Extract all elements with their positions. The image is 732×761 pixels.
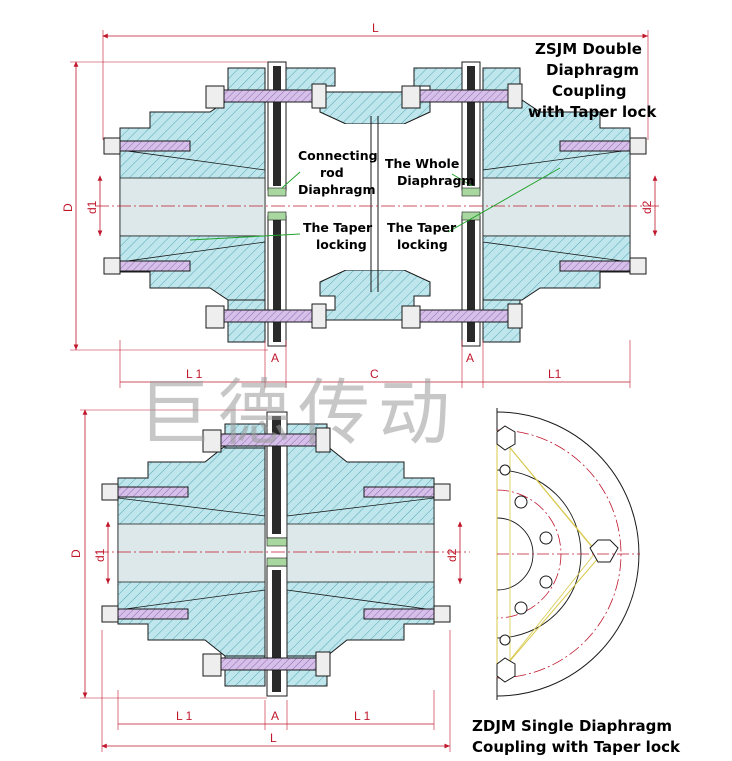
zdjm-diaphragm-strip-bottom — [272, 570, 281, 692]
zsjm-section-view: L D d1 d2 A A L 1 C L1 Connecting rod Di… — [61, 21, 660, 388]
callout-line-taper-right — [447, 167, 561, 233]
zdjm-diaphragm-center-a — [266, 537, 288, 547]
taper-screw-left-bottom — [103, 257, 191, 275]
zdjm-diaphragm-center-b — [266, 557, 288, 567]
right-diaphragm-center-a — [461, 187, 481, 197]
left-diaphragm-strip-bottom — [273, 220, 281, 342]
zdjm-dim-L1-left-label: L 1 — [176, 709, 193, 723]
end-view-hole-2 — [539, 531, 553, 545]
end-view-hex-nut-bottom — [496, 657, 516, 683]
dim-L1-left-label: L 1 — [186, 367, 203, 381]
zdjm-left-taper-bottom — [117, 581, 266, 611]
dim-A-right-label: A — [466, 351, 474, 365]
zdjm-left-taper-top — [117, 497, 266, 525]
right-taper-sleeve-bottom — [482, 235, 631, 263]
zdjm-taper-screw-right-bottom — [363, 605, 451, 623]
zdjm-dim-d2-label: d2 — [445, 548, 459, 562]
watermark: 巨德传动 — [138, 371, 458, 455]
callout-taper-right: The Taper locking — [387, 220, 461, 252]
right-diaphragm-center-b — [461, 211, 481, 221]
callout-whole-diaphragm: The Whole Diaphragm — [385, 156, 475, 188]
zdjm-right-taper-bottom — [286, 581, 435, 611]
right-diaphragm-strip-top — [467, 66, 475, 186]
left-diaphragm-center-b — [267, 211, 287, 221]
dim-D-label: D — [61, 203, 75, 212]
end-view-hole-4 — [514, 601, 528, 615]
taper-screw-right-top — [559, 137, 647, 155]
left-diaphragm-center-a — [267, 187, 287, 197]
zdjm-right-taper-top — [286, 497, 435, 525]
dim-C-label: C — [370, 367, 379, 381]
zdjm-title: ZDJM Single Diaphragm Coupling with Tape… — [472, 717, 681, 756]
dim-L1-right-label: L1 — [548, 367, 562, 381]
zdjm-dim-L1-right-label: L 1 — [354, 709, 371, 723]
spacer-tube-body — [320, 124, 430, 270]
dim-d1-label: d1 — [85, 200, 99, 214]
callout-line-taper-left — [189, 233, 301, 241]
dim-L-label: L — [372, 21, 379, 35]
taper-screw-left-top — [103, 137, 191, 155]
zdjm-taper-screw-left-bottom — [101, 605, 189, 623]
end-view-hex-nut-top — [496, 425, 516, 451]
end-view-hole-1 — [514, 495, 528, 509]
zdjm-taper-screw-right-top — [363, 483, 451, 501]
bolt-top-right — [401, 83, 523, 109]
callout-line-whole — [451, 173, 473, 187]
zsjm-title: ZSJM Double Diaphragm Coupling with Tape… — [528, 40, 657, 121]
zdjm-right-bore — [286, 521, 435, 585]
end-view-hex-nut-right — [589, 539, 619, 563]
bolt-bottom-left — [205, 303, 327, 329]
dim-A-left-label: A — [271, 351, 279, 365]
dim-d2-label: d2 — [640, 200, 654, 214]
zdjm-taper-screw-left-top — [101, 483, 189, 501]
callout-connecting-rod: Connecting rod Diaphragm — [298, 148, 382, 197]
callout-line-rod — [281, 171, 301, 189]
left-diaphragm-strip-top — [273, 66, 281, 186]
bolt-bottom-right — [401, 303, 523, 329]
end-view-hole-3 — [539, 575, 553, 589]
zdjm-bolt-top — [202, 427, 331, 453]
zdjm-dim-d1-label: d1 — [93, 548, 107, 562]
zdjm-section-view: D d1 d2 L 1 A L 1 L — [69, 409, 470, 752]
end-view-hole-5 — [499, 464, 511, 476]
end-view-triangle-inner — [509, 446, 597, 662]
zdjm-dim-D-label: D — [69, 549, 83, 558]
zdjm-diaphragm-strip-top — [272, 416, 281, 534]
end-view-bolt-circle — [496, 429, 622, 679]
bolt-top-left — [205, 83, 327, 109]
zdjm-left-bore — [117, 521, 266, 585]
right-taper-sleeve-top — [482, 149, 631, 179]
taper-screw-right-bottom — [559, 257, 647, 275]
left-taper-sleeve-top — [119, 149, 266, 179]
end-view — [496, 408, 640, 700]
end-view-hole-6 — [499, 634, 511, 646]
zdjm-dim-L-label: L — [270, 731, 277, 745]
zdjm-bolt-bottom — [202, 651, 331, 677]
right-diaphragm-strip-bottom — [467, 220, 475, 342]
zdjm-dim-A-label: A — [271, 709, 279, 723]
callout-taper-left: The Taper locking — [303, 220, 377, 252]
